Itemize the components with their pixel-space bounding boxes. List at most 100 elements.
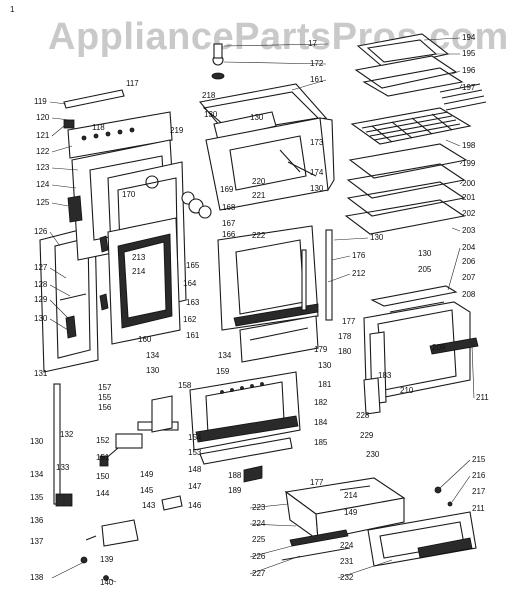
drawer-glide-rail <box>281 529 351 561</box>
callout-label: 189 <box>228 486 242 495</box>
callout-label: 130 <box>310 184 324 193</box>
callout-label: 118 <box>92 123 105 132</box>
callout-label: 219 <box>170 126 184 135</box>
callout-label: 210 <box>400 386 414 395</box>
callout-label: 200 <box>462 179 476 188</box>
callout-label: 207 <box>462 273 476 282</box>
callout-label: 137 <box>30 537 44 546</box>
callout-label: 216 <box>472 471 486 480</box>
callout-label: 122 <box>36 147 50 156</box>
callout-label: 228 <box>356 411 370 420</box>
callout-label: 174 <box>310 168 324 177</box>
callout-label: 215 <box>472 455 486 464</box>
oven-liner-box <box>363 301 479 405</box>
callout-label: 164 <box>183 279 197 288</box>
callout-label: 134 <box>218 351 232 360</box>
callout-label: 203 <box>462 226 476 235</box>
callout-label: 130 <box>30 437 44 446</box>
callout-label: 227 <box>252 569 266 578</box>
callout-label: 178 <box>338 332 352 341</box>
callout-label: 149 <box>344 508 358 517</box>
callout-label: 130 <box>418 249 432 258</box>
callout-label: 136 <box>30 516 44 525</box>
callout-label: 158 <box>178 381 192 390</box>
callout-label: 169 <box>220 185 234 194</box>
callout-label: 223 <box>252 503 266 512</box>
callout-label: 188 <box>228 471 242 480</box>
drawer-front <box>367 486 477 567</box>
callout-label: 134 <box>146 351 160 360</box>
callout-label: 152 <box>96 436 110 445</box>
callout-label: 120 <box>36 113 50 122</box>
callout-label: 199 <box>462 159 476 168</box>
callout-label: 161 <box>310 75 324 84</box>
callout-label: 201 <box>462 193 476 202</box>
callout-label: 177 <box>310 478 324 487</box>
gas-valve-assembly <box>99 395 179 467</box>
callout-label: 144 <box>96 489 110 498</box>
callout-labels: 1119120118121122123124125126127128129130… <box>10 5 489 587</box>
left-side-panel <box>39 225 99 373</box>
callout-label: 198 <box>462 141 476 150</box>
callout-label: 143 <box>142 501 156 510</box>
side-bracket-right <box>363 377 381 415</box>
callout-label: 157 <box>98 383 112 392</box>
callout-label: 119 <box>34 97 47 106</box>
callout-label: 147 <box>188 482 202 491</box>
callout-label: 181 <box>318 380 332 389</box>
door-handle-lower <box>199 437 293 483</box>
callout-label: 159 <box>216 367 230 376</box>
callout-label: 230 <box>366 450 380 459</box>
leader-lines <box>49 37 475 583</box>
callout-label: 153 <box>188 448 202 457</box>
callout-label: 182 <box>314 398 328 407</box>
callout-label: 163 <box>186 298 200 307</box>
callout-label: 185 <box>314 438 328 447</box>
callout-label: 222 <box>252 231 266 240</box>
burner-tube-left <box>53 383 73 507</box>
center-door-glass <box>239 315 319 363</box>
callout-label: 205 <box>418 265 432 274</box>
callout-label: 140 <box>100 578 114 587</box>
callout-label: 177 <box>342 317 356 326</box>
oven-window-door <box>189 371 301 451</box>
callout-label: 202 <box>462 209 476 218</box>
broiler-pan-assembly <box>354 33 464 97</box>
callout-label: 134 <box>30 470 44 479</box>
small-brackets <box>80 495 183 581</box>
callout-label: 17 <box>308 39 317 48</box>
callout-label: 167 <box>222 219 236 228</box>
callout-label: 211 <box>476 393 489 402</box>
callout-label: 170 <box>122 190 136 199</box>
oven-cabinet <box>205 117 335 211</box>
callout-label: 139 <box>100 555 114 564</box>
callout-label: 130 <box>204 110 218 119</box>
callout-label: 194 <box>462 33 476 42</box>
callout-label: 130 <box>146 366 160 375</box>
callout-label: 127 <box>34 263 48 272</box>
callout-label: 211 <box>472 504 485 513</box>
callout-label: 180 <box>338 347 352 356</box>
callout-label: 204 <box>462 243 476 252</box>
callout-label: 176 <box>352 251 366 260</box>
callout-label: 196 <box>462 66 476 75</box>
callout-label: 172 <box>310 59 324 68</box>
callout-label: 229 <box>360 431 374 440</box>
callout-label: 212 <box>352 269 366 278</box>
callout-label: 232 <box>340 573 354 582</box>
callout-label: 168 <box>222 203 236 212</box>
callout-label: 131 <box>34 369 48 378</box>
callout-label: 224 <box>252 519 266 528</box>
callout-label: 130 <box>34 314 48 323</box>
callout-label: 156 <box>98 403 112 412</box>
side-trim-strip <box>301 229 333 321</box>
callout-label: 145 <box>140 486 154 495</box>
callout-label: 195 <box>462 49 476 58</box>
callout-label: 126 <box>34 227 48 236</box>
callout-label: 179 <box>314 345 328 354</box>
callout-label: 208 <box>462 290 476 299</box>
callout-label: 154 <box>188 433 202 442</box>
callout-label: 173 <box>310 138 324 147</box>
callout-label: 150 <box>96 472 110 481</box>
